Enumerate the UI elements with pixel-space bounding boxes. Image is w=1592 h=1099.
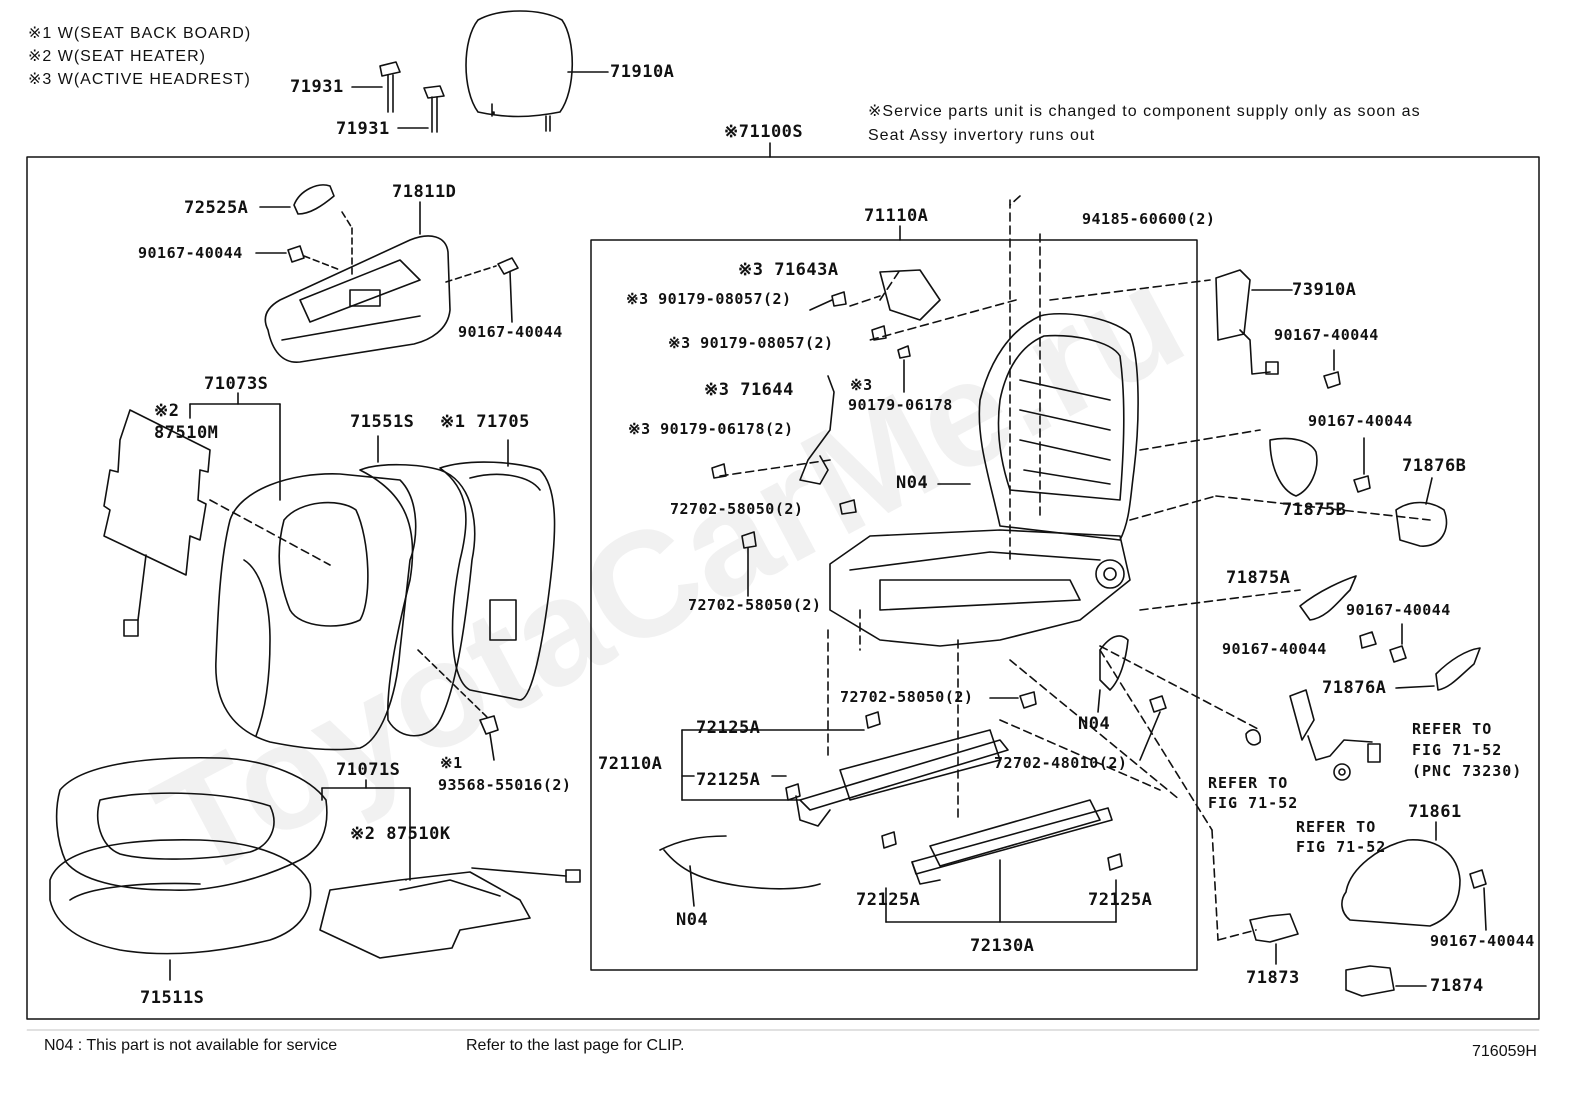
part-label-90167-e: 90167-40044: [1346, 601, 1451, 619]
seatbelt-buckle-drawing: [1245, 689, 1381, 763]
part-label-71811d: 71811D: [392, 182, 457, 202]
board-screw-drawing: [417, 649, 499, 761]
active-headrest-parts-drawing: [711, 269, 941, 597]
part-label-71931-b: 71931: [336, 119, 390, 139]
part-label-72702-58050-a: 72702-58050(2): [670, 500, 804, 518]
part-label-71644: ※3 71644: [704, 380, 794, 400]
part-label-90179-08057-a: ※3 90179-08057(2): [626, 290, 792, 308]
part-label-71110a: 71110A: [864, 206, 929, 226]
part-label-90179-08057-b: ※3 90179-08057(2): [668, 334, 834, 352]
figure-code: 716059H: [1472, 1043, 1537, 1060]
part-label-71073s: 71073S: [204, 374, 269, 394]
part-label-71874: 71874: [1430, 976, 1484, 996]
part-label-n04-bracket: N04: [1078, 714, 1111, 734]
part-label-71876b: 71876B: [1402, 456, 1467, 476]
refer-note-2-line3: (PNC 73230): [1412, 762, 1523, 780]
part-label-90167-c: 90167-40044: [1274, 326, 1379, 344]
refer-note-1-line1: REFER TO: [1208, 774, 1289, 792]
service-note-line1: ※Service parts unit is changed to compon…: [868, 103, 1421, 120]
refer-note-1-line2: FIG 71-52: [1208, 794, 1299, 812]
frame-sub-assembly-box: [590, 239, 1198, 971]
part-label-73910a: 73910A: [1292, 280, 1357, 300]
part-label-90179-06178-a: 90179-06178: [848, 396, 953, 414]
part-label-90179-06178-b: ※3 90179-06178(2): [628, 420, 794, 438]
seatback-cover-drawing: [215, 473, 417, 751]
part-label-72125a-b: 72125A: [696, 770, 761, 790]
hinge-cover-a-drawing: [1299, 575, 1481, 691]
footer-clip-note: Refer to the last page for CLIP.: [466, 1037, 685, 1054]
refer-note-3-line1: REFER TO: [1296, 818, 1377, 836]
seatback-board-drawing: [439, 439, 556, 701]
hinge-cover-b-drawing: [1269, 437, 1448, 547]
seatback-cover-bracket: [189, 392, 281, 501]
part-label-72125a-c: 72125A: [856, 890, 921, 910]
service-note-line2: Seat Assy invertory runs out: [868, 127, 1096, 144]
part-label-71931-a: 71931: [290, 77, 344, 97]
headrest-drawing: [465, 10, 609, 132]
refer-note-2-line1: REFER TO: [1412, 720, 1493, 738]
screws-right-drawing: [1323, 349, 1487, 931]
part-label-72110a: 72110A: [598, 754, 663, 774]
assembly-frame: [26, 156, 1540, 1020]
part-label-71705: ※1 71705: [440, 412, 530, 432]
part-label-71511s: 71511S: [140, 988, 205, 1008]
part-label-94185-60600: 94185-60600(2): [1082, 210, 1216, 228]
part-label-71875b: 71875B: [1282, 500, 1347, 520]
part-label-72130a: 72130A: [970, 936, 1035, 956]
legend-w2: ※2 W(SEAT HEATER): [28, 48, 206, 65]
recliner-cover-drawing: [1215, 269, 1293, 375]
part-label-71875a: 71875A: [1226, 568, 1291, 588]
legend-w3: ※3 W(ACTIVE HEADREST): [28, 71, 251, 88]
part-label-93568-55016: 93568-55016(2): [438, 776, 572, 794]
part-label-71071s: 71071S: [336, 760, 401, 780]
part-label-90167-b: 90167-40044: [458, 323, 563, 341]
wire-n04-drawing: [659, 835, 821, 907]
side-shield-drawing: [255, 184, 519, 363]
part-label-90167-f: 90167-40044: [1222, 640, 1327, 658]
part-label-n04-wire: N04: [676, 910, 709, 930]
seat-cushion-pad-drawing: [49, 838, 312, 981]
part-label-72702-48010: 72702-48010(2): [994, 754, 1128, 772]
seat-side-cover-drawing: [1341, 821, 1461, 927]
footer-n04-note: N04 : This part is not available for ser…: [44, 1037, 338, 1054]
part-label-90167-d: 90167-40044: [1308, 412, 1413, 430]
seatback-heater-drawing: [103, 409, 331, 637]
part-label-90179-06178-mark: ※3: [850, 376, 873, 394]
headrest-guides-drawing: [351, 61, 445, 133]
part-label-72702-58050-c: 72702-58050(2): [840, 688, 974, 706]
refer-note-2-line2: FIG 71-52: [1412, 741, 1503, 759]
seatback-pad-drawing: [359, 435, 476, 737]
refer-note-3-line2: FIG 71-52: [1296, 838, 1387, 856]
seat-cushion-heater-drawing: [319, 867, 581, 959]
brackets-drawing: [1249, 913, 1427, 997]
part-label-90167-g: 90167-40044: [1430, 932, 1535, 950]
part-label-n04-frame: N04: [896, 473, 929, 493]
part-label-71551s: 71551S: [350, 412, 415, 432]
part-label-87510k: ※2 87510K: [350, 824, 451, 844]
part-label-72125a-d: 72125A: [1088, 890, 1153, 910]
seat-track-drawing: [681, 711, 1123, 923]
seat-cushion-cover-drawing: [55, 756, 411, 892]
part-label-72125a-a: 72125A: [696, 718, 761, 738]
assembly-number: ※71100S: [724, 122, 804, 142]
part-label-71873: 71873: [1246, 968, 1300, 988]
part-label-87510m: ※2 87510M: [154, 401, 219, 443]
frame-dashed-lines: [719, 195, 1431, 941]
seat-frame-drawing: [829, 313, 1139, 647]
part-label-71876a: 71876A: [1322, 678, 1387, 698]
part-label-72702-58050-b: 72702-58050(2): [688, 596, 822, 614]
part-label-93568-mark: ※1: [440, 754, 463, 772]
part-label-90167-a: 90167-40044: [138, 244, 243, 262]
part-label-71643a: ※3 71643A: [738, 260, 839, 280]
part-label-71910a: 71910A: [610, 62, 675, 82]
legend-w1: ※1 W(SEAT BACK BOARD): [28, 25, 252, 42]
bracket-n04-drawing: [989, 635, 1167, 761]
part-label-72525a: 72525A: [184, 198, 249, 218]
part-label-71861: 71861: [1408, 802, 1462, 822]
